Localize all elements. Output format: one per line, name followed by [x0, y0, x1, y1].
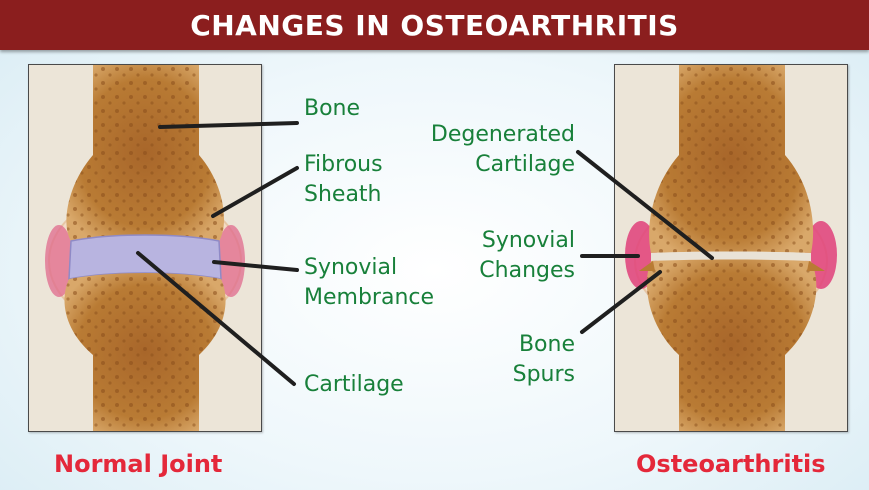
label-bone: Bone	[304, 94, 360, 124]
label-fibrous-sheath-line-1: Fibrous	[304, 150, 383, 180]
label-bone-spurs-line-2: Spurs	[513, 360, 575, 390]
label-fibrous-sheath-line-2: Sheath	[304, 180, 383, 210]
leader-line-fibrous-sheath	[213, 168, 297, 216]
leader-line-bone-spurs	[582, 272, 660, 332]
label-synovial-changes: Synovial Changes	[479, 226, 575, 286]
label-synovial-changes-line-2: Changes	[479, 256, 575, 286]
leader-line-synovial-membrane	[214, 262, 297, 270]
label-degenerated-cartilage: Degenerated Cartilage	[431, 120, 575, 180]
label-cartilage-text: Cartilage	[304, 370, 404, 400]
label-synovial-changes-line-1: Synovial	[479, 226, 575, 256]
label-synovial-membrane-line-2: Membrance	[304, 283, 434, 313]
caption-osteoarthritis: Osteoarthritis	[636, 450, 826, 478]
label-bone-text: Bone	[304, 94, 360, 124]
label-bone-spurs-line-1: Bone	[513, 330, 575, 360]
label-cartilage: Cartilage	[304, 370, 404, 400]
label-bone-spurs: Bone Spurs	[513, 330, 575, 390]
caption-normal-joint: Normal Joint	[54, 450, 222, 478]
label-degenerated-cartilage-line-2: Cartilage	[431, 150, 575, 180]
label-degenerated-cartilage-line-1: Degenerated	[431, 120, 575, 150]
label-synovial-membrane-line-1: Synovial	[304, 253, 434, 283]
leader-line-bone	[160, 123, 297, 127]
leader-line-degenerated-cartilage	[578, 152, 712, 258]
leader-line-cartilage	[138, 253, 294, 384]
label-fibrous-sheath: Fibrous Sheath	[304, 150, 383, 210]
label-synovial-membrane: Synovial Membrance	[304, 253, 434, 313]
